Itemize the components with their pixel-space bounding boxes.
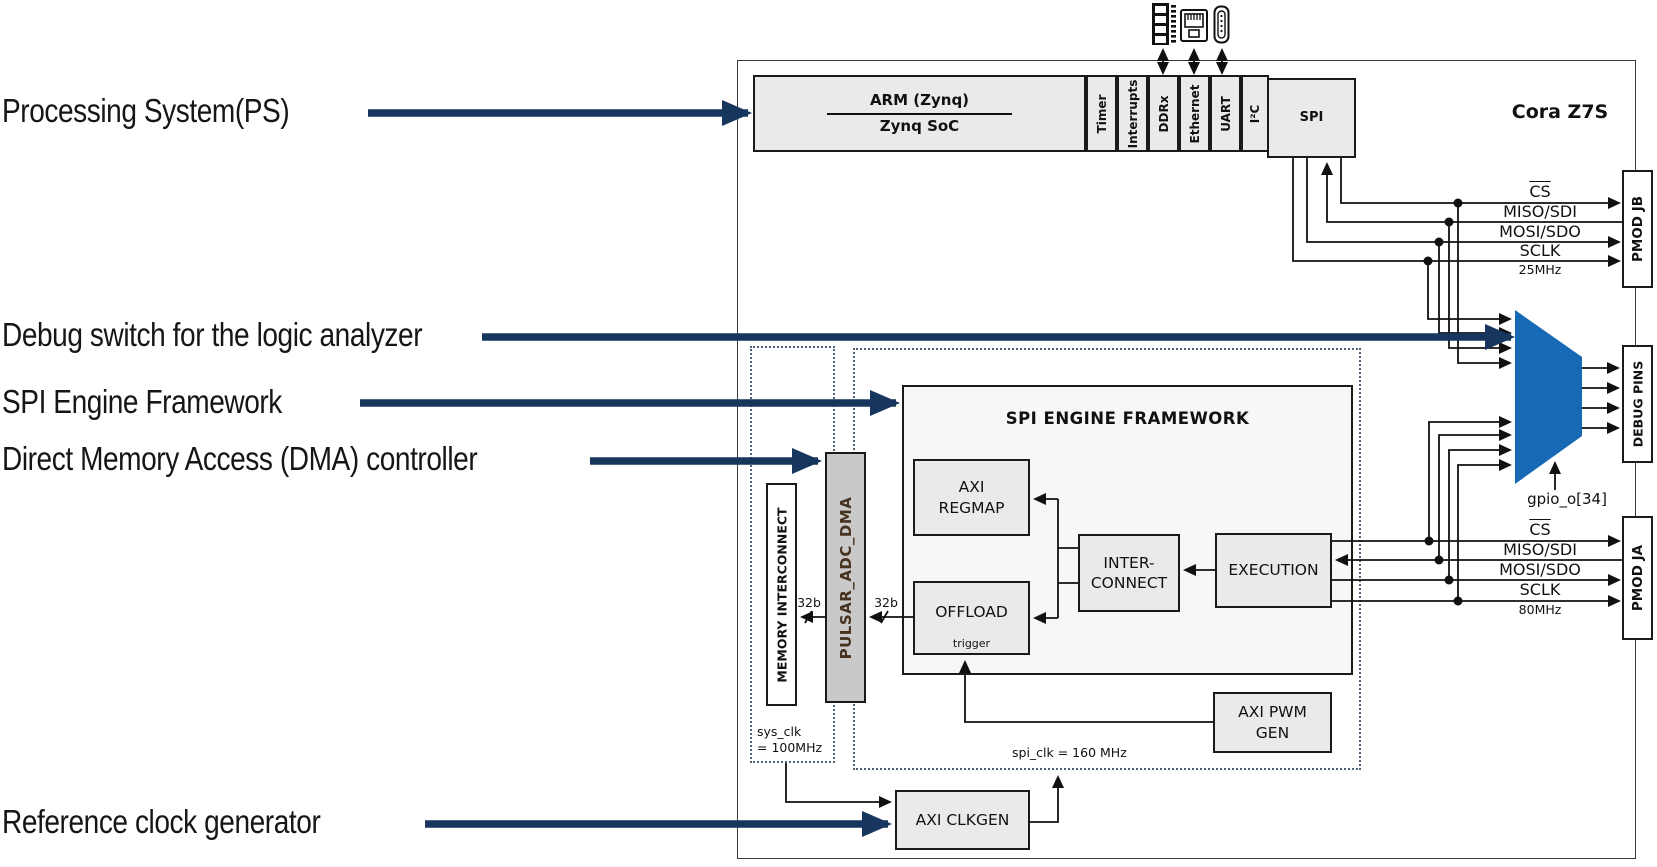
pmod-jb-label: PMOD JB xyxy=(1629,195,1646,263)
offload-trigger-label: trigger xyxy=(952,636,991,650)
annotation-spi-engine: SPI Engine Framework xyxy=(2,383,282,420)
interconnect-block: INTER- CONNECT xyxy=(1078,534,1180,612)
pulsar-adc-dma-block: PULSAR_ADC_DMA xyxy=(825,452,866,703)
board-title: Cora Z7S xyxy=(1511,101,1609,123)
sys-clk-label-line2: = 100MHz xyxy=(757,740,823,755)
peripheral-ddrx-label: DDRx xyxy=(1156,95,1171,132)
jb-sclk-label: SCLK xyxy=(1519,241,1561,260)
axi-pwm-line2: GEN xyxy=(1255,723,1290,742)
spi-clk-label: spi_clk = 160 MHz xyxy=(1012,745,1127,760)
memory-interconnect-block: MEMORY INTERCONNECT xyxy=(766,483,797,706)
offload-label: OFFLOAD xyxy=(935,602,1008,621)
memory-interconnect-label: MEMORY INTERCONNECT xyxy=(774,506,789,683)
jb-cs-label: CS xyxy=(1529,182,1551,201)
gpio-label: gpio_o[34] xyxy=(1527,490,1607,508)
ja-cs-label: CS xyxy=(1529,520,1551,539)
jb-freq-label: 25MHz xyxy=(1518,262,1562,277)
debug-pins-connector: DEBUG PINS xyxy=(1622,345,1653,463)
pmod-ja-connector: PMOD JA xyxy=(1622,516,1653,640)
execution-block: EXECUTION xyxy=(1215,533,1332,608)
pmod-jb-connector: PMOD JB xyxy=(1622,170,1653,288)
axi-pwm-line1: AXI PWM xyxy=(1238,703,1307,722)
peripheral-i2c-label: I²C xyxy=(1248,104,1262,123)
arm-label: ARM (Zynq) xyxy=(827,91,1012,115)
axi-regmap-line2: REGMAP xyxy=(938,498,1005,517)
pulsar-adc-dma-label: PULSAR_ADC_DMA xyxy=(836,496,855,659)
annotation-dma-controller: Direct Memory Access (DMA) controller xyxy=(2,440,478,477)
zynq-soc-label: Zynq SoC xyxy=(879,116,960,135)
axi-pwm-gen-block: AXI PWM GEN xyxy=(1213,692,1332,753)
ja-freq-label: 80MHz xyxy=(1518,602,1562,617)
peripheral-ethernet: Ethernet xyxy=(1179,75,1210,152)
peripheral-uart-label: UART xyxy=(1218,95,1233,132)
axi-regmap-line1: AXI xyxy=(958,478,985,497)
sys-clk-label-line1: sys_clk xyxy=(757,724,802,739)
annotation-processing-system: Processing System(PS) xyxy=(2,92,290,129)
ddr-memory-icon xyxy=(1151,2,1177,50)
jb-miso-label: MISO/SDI xyxy=(1503,202,1577,221)
jb-mosi-label: MOSI/SDO xyxy=(1499,222,1581,241)
peripheral-interrupts: Interrupts xyxy=(1117,75,1148,152)
bus-width-right-label: 32b xyxy=(874,595,898,610)
ja-sclk-label: SCLK xyxy=(1519,580,1561,599)
interconnect-line2: CONNECT xyxy=(1090,574,1168,592)
annotation-debug-switch: Debug switch for the logic analyzer xyxy=(2,316,423,353)
interconnect-line1: INTER- xyxy=(1103,553,1155,572)
spi-peripheral-block: SPI xyxy=(1267,78,1356,158)
usb-connector-icon xyxy=(1213,5,1230,48)
bus-width-left-label: 32b xyxy=(797,595,821,610)
pmod-ja-label: PMOD JA xyxy=(1629,544,1646,612)
ethernet-jack-icon xyxy=(1180,9,1208,46)
peripheral-uart: UART xyxy=(1210,75,1241,152)
peripheral-ethernet-label: Ethernet xyxy=(1187,84,1202,143)
arm-zynq-block: ARM (Zynq) Zynq SoC xyxy=(753,75,1086,152)
offload-block: OFFLOAD trigger xyxy=(913,581,1030,655)
peripheral-ddrx: DDRx xyxy=(1148,75,1179,152)
axi-clkgen-block: AXI CLKGEN xyxy=(895,790,1030,850)
peripheral-interrupts-label: Interrupts xyxy=(1125,79,1140,148)
annotation-ref-clock: Reference clock generator xyxy=(2,803,321,840)
ja-mosi-label: MOSI/SDO xyxy=(1499,560,1581,579)
peripheral-timer-label: Timer xyxy=(1094,94,1109,133)
debug-pins-label: DEBUG PINS xyxy=(1630,360,1645,448)
peripheral-i2c: I²C xyxy=(1241,75,1269,152)
ja-miso-label: MISO/SDI xyxy=(1503,540,1577,559)
peripheral-timer: Timer xyxy=(1086,75,1117,152)
axi-regmap-block: AXI REGMAP xyxy=(913,459,1030,536)
spi-engine-framework-title: SPI ENGINE FRAMEWORK xyxy=(1005,409,1250,428)
